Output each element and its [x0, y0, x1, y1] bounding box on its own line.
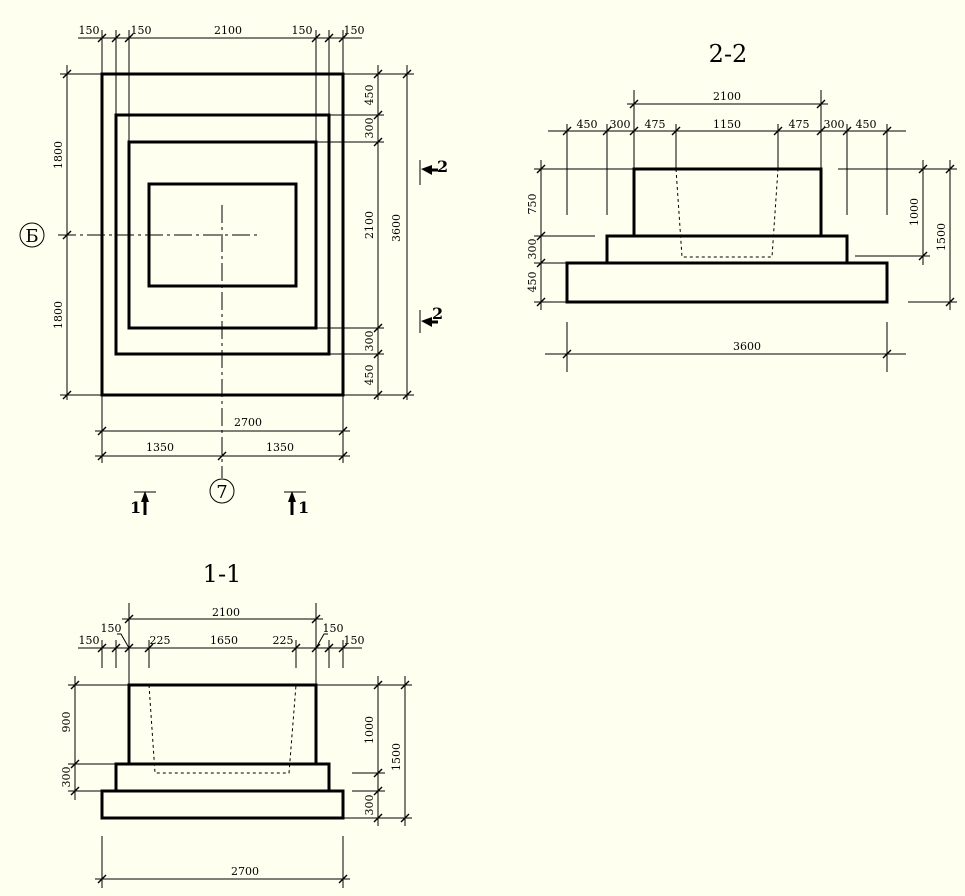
section-mark-label: 2	[437, 157, 448, 176]
dim-text: 300	[824, 118, 845, 131]
s22-top-total-dimension: 2100	[627, 90, 828, 169]
plan-left-dimensions: 1800 1800	[52, 65, 102, 400]
dim-text: 225	[273, 634, 294, 647]
s22-bottom-dimension: 3600	[545, 322, 906, 372]
s11-left-dimension: 900 300	[60, 676, 129, 800]
dim-text: 2100	[214, 24, 242, 37]
axis-bubble-row: Б	[19, 222, 45, 248]
dim-text: 450	[526, 272, 539, 293]
dim-text: 300	[610, 118, 631, 131]
section-mark-1-left: 1	[130, 491, 156, 517]
dim-text: 1500	[935, 223, 948, 251]
plan-right-dimensions: 450 300 2100 300 450 3600	[316, 65, 414, 400]
s11-bottom-dimension: 2700	[95, 836, 350, 888]
dim-text: 150	[79, 24, 100, 37]
dim-text: 450	[363, 85, 376, 106]
dim-text: 3600	[733, 340, 761, 353]
s11-step	[114, 762, 331, 793]
dim-text: 300	[363, 795, 376, 816]
dim-text: 150	[131, 24, 152, 37]
dim-text: 300	[363, 118, 376, 139]
section-mark-2-top: 2	[419, 157, 448, 185]
dim-text: 150	[292, 24, 313, 37]
dim-text: 1650	[210, 634, 238, 647]
dim-text: 150	[344, 24, 365, 37]
section-2-2-title: 2-2	[709, 40, 748, 68]
plan-top-dimensions: 150 150 2100 150 150	[78, 24, 365, 142]
axis-label-column: 7	[216, 482, 227, 503]
dim-text: 3600	[390, 214, 403, 242]
section-mark-label: 1	[130, 498, 141, 517]
s22-column	[632, 167, 823, 238]
dim-text: 450	[856, 118, 877, 131]
s22-top-chain-dimension: 450 300 475 1150 475 300 450	[548, 118, 906, 215]
plan-bottom-dimensions: 2700 1350 1350	[95, 395, 350, 463]
s22-right-dimension: 1000 1500	[838, 160, 957, 310]
dim-text: 475	[645, 118, 666, 131]
dim-text: 750	[526, 194, 539, 215]
dim-text: 450	[577, 118, 598, 131]
dim-text: 150	[323, 622, 344, 635]
s11-socket	[148, 684, 297, 774]
s11-top-chain-dimension: 150 150 225 1650 225 150 150	[78, 622, 365, 668]
dim-text: 900	[60, 712, 73, 733]
dim-text: 1350	[266, 441, 294, 454]
dim-text: 225	[150, 634, 171, 647]
dim-text: 150	[344, 634, 365, 647]
dim-text: 475	[789, 118, 810, 131]
section-mark-1-right: 1	[284, 491, 309, 517]
dim-text: 300	[363, 331, 376, 352]
section-1-1-view: 1-1 2100 150 150	[60, 560, 412, 888]
axis-bubble-column: 7	[209, 478, 235, 504]
plan-view: 150 150 2100 150 150 1800 1800	[19, 24, 448, 517]
dim-text: 1000	[363, 716, 376, 744]
dim-text: 300	[60, 767, 73, 788]
s22-socket	[675, 168, 779, 258]
s11-top-total-dimension: 2100	[122, 603, 323, 685]
dim-text: 450	[363, 365, 376, 386]
dim-text: 300	[526, 239, 539, 260]
section-2-2-view: 2-2 2100 450 300 475 1150	[526, 40, 957, 372]
dim-text: 150	[79, 634, 100, 647]
s11-column	[127, 683, 318, 766]
dim-text: 150	[101, 622, 122, 635]
dim-text: 2100	[713, 90, 741, 103]
section-mark-label: 2	[432, 304, 443, 323]
s22-step	[605, 234, 849, 265]
s22-left-dimension: 750 300 450	[526, 160, 634, 310]
section-1-1-title: 1-1	[203, 560, 242, 588]
s22-slab	[565, 261, 889, 304]
dim-text: 1350	[146, 441, 174, 454]
s11-slab	[100, 789, 345, 820]
dim-text: 1150	[713, 118, 741, 131]
dim-text: 1800	[52, 301, 65, 329]
dim-text: 1800	[52, 141, 65, 169]
s11-right-dimension: 1000 1500 300	[316, 676, 412, 826]
dim-text: 2700	[231, 865, 259, 878]
dim-text: 2100	[212, 606, 240, 619]
dim-text: 2100	[363, 211, 376, 239]
section-mark-2-bottom: 2	[419, 304, 443, 333]
section-mark-label: 1	[298, 498, 309, 517]
dim-text: 1000	[908, 198, 921, 226]
dim-text: 2700	[234, 416, 262, 429]
dim-text: 1500	[390, 743, 403, 771]
axis-label-row: Б	[25, 226, 38, 247]
